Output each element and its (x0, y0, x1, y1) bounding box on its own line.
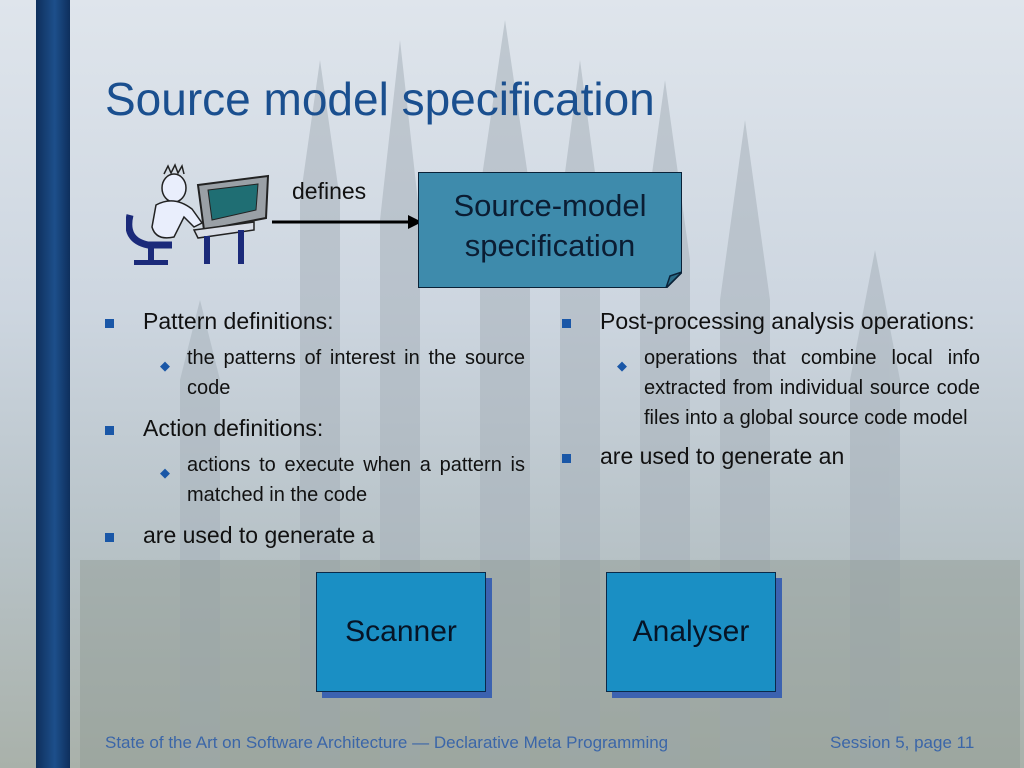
analyser-label: Analyser (606, 572, 776, 692)
square-bullet-icon (105, 533, 114, 542)
diamond-bullet-icon: ◆ (160, 358, 170, 373)
scanner-label: Scanner (316, 572, 486, 692)
bullet-pattern-definitions: Pattern definitions: (105, 308, 525, 335)
diamond-bullet-icon: ◆ (160, 465, 170, 480)
square-bullet-icon (105, 426, 114, 435)
sub-bullet-actions: ◆ actions to execute when a pattern is m… (160, 454, 525, 506)
left-accent-bar (36, 0, 70, 768)
defines-label: defines (292, 178, 367, 204)
bullet-generate-a: are used to generate a (105, 522, 525, 549)
diamond-bullet-icon: ◆ (617, 358, 627, 373)
right-bullet-column: Post-processing analysis operations: ◆ o… (562, 308, 980, 470)
sub-bullet-patterns: ◆ the patterns of interest in the source… (160, 347, 525, 399)
spec-box-line-1: Source-model (453, 188, 647, 223)
footer-course-title: State of the Art on Software Architectur… (105, 733, 669, 752)
source-model-spec-box: Source-model specification (418, 172, 682, 288)
arrow-right-icon (272, 215, 422, 229)
left-bullet-column: Pattern definitions: ◆ the patterns of i… (105, 308, 525, 549)
square-bullet-icon (562, 454, 571, 463)
analyser-box: Analyser (606, 572, 782, 698)
sub-bullet-operations: ◆ operations that combine local info ext… (617, 347, 980, 429)
scanner-box: Scanner (316, 572, 492, 698)
square-bullet-icon (562, 319, 571, 328)
slide-title: Source model specification (105, 73, 655, 125)
spec-box-line-2: specification (464, 228, 636, 263)
square-bullet-icon (105, 319, 114, 328)
bullet-action-definitions: Action definitions: (105, 415, 525, 442)
bullet-post-processing: Post-processing analysis operations: (562, 308, 980, 335)
person-at-computer-icon (126, 163, 270, 265)
bullet-generate-an: are used to generate an (562, 443, 980, 470)
footer-page-number: Session 5, page 11 (830, 733, 975, 752)
